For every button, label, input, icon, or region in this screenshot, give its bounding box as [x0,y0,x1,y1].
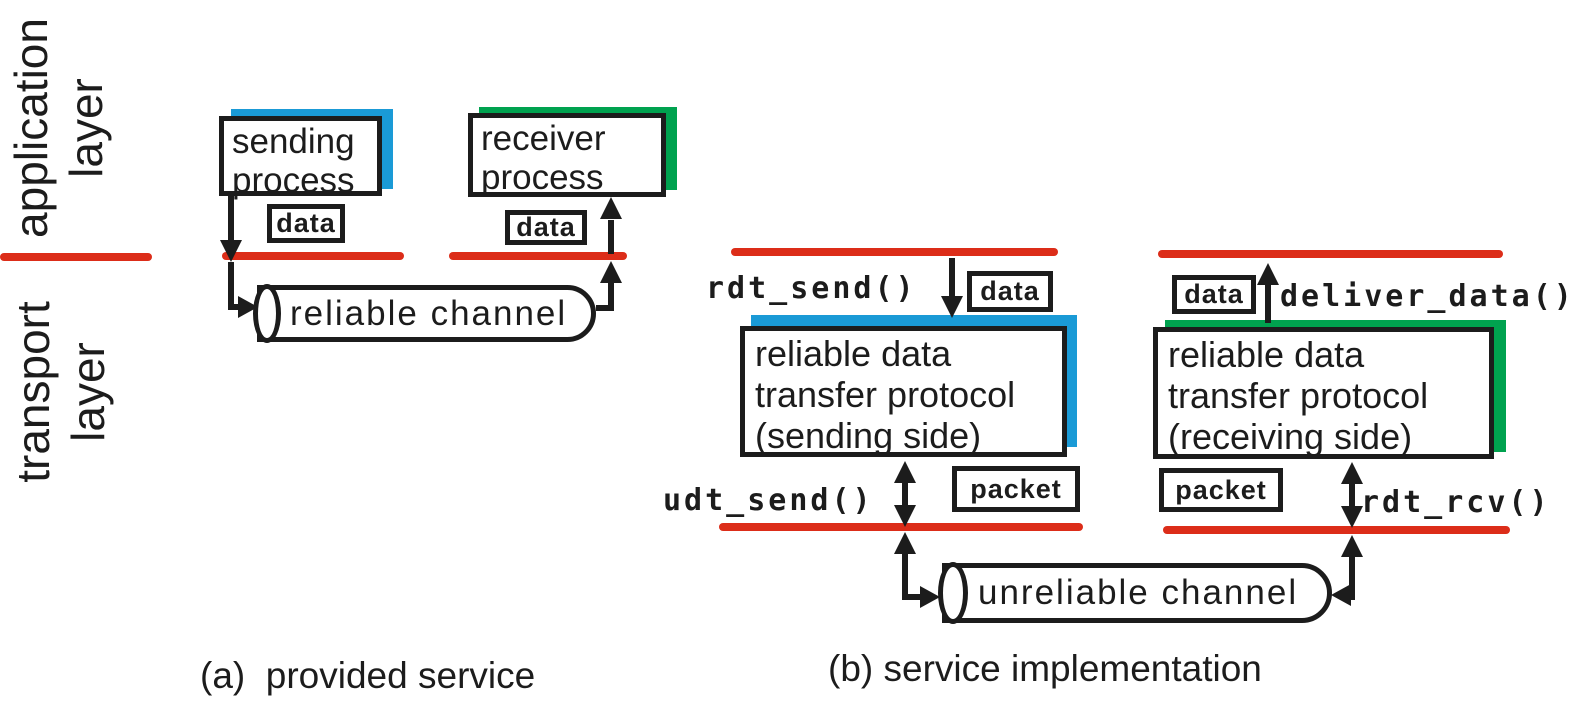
arrow-down-icon [894,505,916,527]
layer-boundary-line [1163,526,1510,534]
rdt-send-label: rdt_send() [706,271,917,306]
reliable-channel-label: reliable channel [290,294,568,333]
udt-send-label: udt_send() [663,483,874,518]
arrow-line [949,258,955,298]
arrow-up-icon [1341,535,1363,557]
sending-side-box: reliable data transfer protocol (sending… [740,326,1067,457]
arrow-down-icon [1341,506,1363,528]
arrow-line [902,481,908,507]
layer-boundary-line [449,252,627,260]
arrow-line [596,305,612,311]
application-layer-label: application layer [5,18,112,238]
data-label-b-receive: data [1172,275,1256,314]
layer-boundary-line [222,252,404,260]
receiver-process-box: receiver process [468,113,666,197]
caption-b: (b) service implementation [828,648,1262,689]
layer-boundary-line [731,248,1058,256]
deliver-data-label: deliver_data() [1280,279,1575,314]
arrow-line [228,262,234,310]
arrow-line [902,552,908,600]
data-label-a-send: data [267,204,345,243]
layer-boundary-line [719,523,1083,531]
arrow-line [228,304,242,310]
packet-label-b-receive: packet [1159,468,1283,512]
arrow-line [228,196,234,242]
caption-a: (a) provided service [200,655,536,696]
arrow-up-icon [600,261,622,283]
reliable-channel-cylinder [257,285,596,342]
data-label-a-receive: data [505,210,587,245]
arrow-up-icon [894,532,916,554]
arrow-down-icon [220,240,242,262]
unreliable-channel-label: unreliable channel [978,573,1299,612]
arrow-up-icon [600,197,622,219]
arrow-line [902,594,922,600]
arrow-up-icon [1257,263,1279,285]
layer-boundary-line [0,253,152,261]
rdt-rcv-label: rdt_rcv() [1361,485,1551,520]
receiving-side-box: reliable data transfer protocol (receivi… [1153,327,1494,459]
arrow-line [608,220,614,254]
arrow-up-icon [1341,462,1363,484]
arrow-up-icon [894,461,916,483]
arrow-line [608,281,614,311]
arrow-line [1349,555,1355,600]
arrow-left-icon [1331,584,1351,606]
unreliable-channel-cap [938,562,968,624]
arrow-right-icon [238,296,258,318]
arrow-line [1265,283,1271,323]
sending-process-box: sending process [219,116,382,200]
layer-boundary-line [1158,250,1503,258]
arrow-line [1349,482,1355,508]
packet-label-b-send: packet [952,466,1080,512]
data-label-b-send: data [967,271,1053,312]
arrow-down-icon [941,296,963,318]
transport-layer-label: transport layer [7,301,114,483]
arrow-right-icon [920,586,940,608]
